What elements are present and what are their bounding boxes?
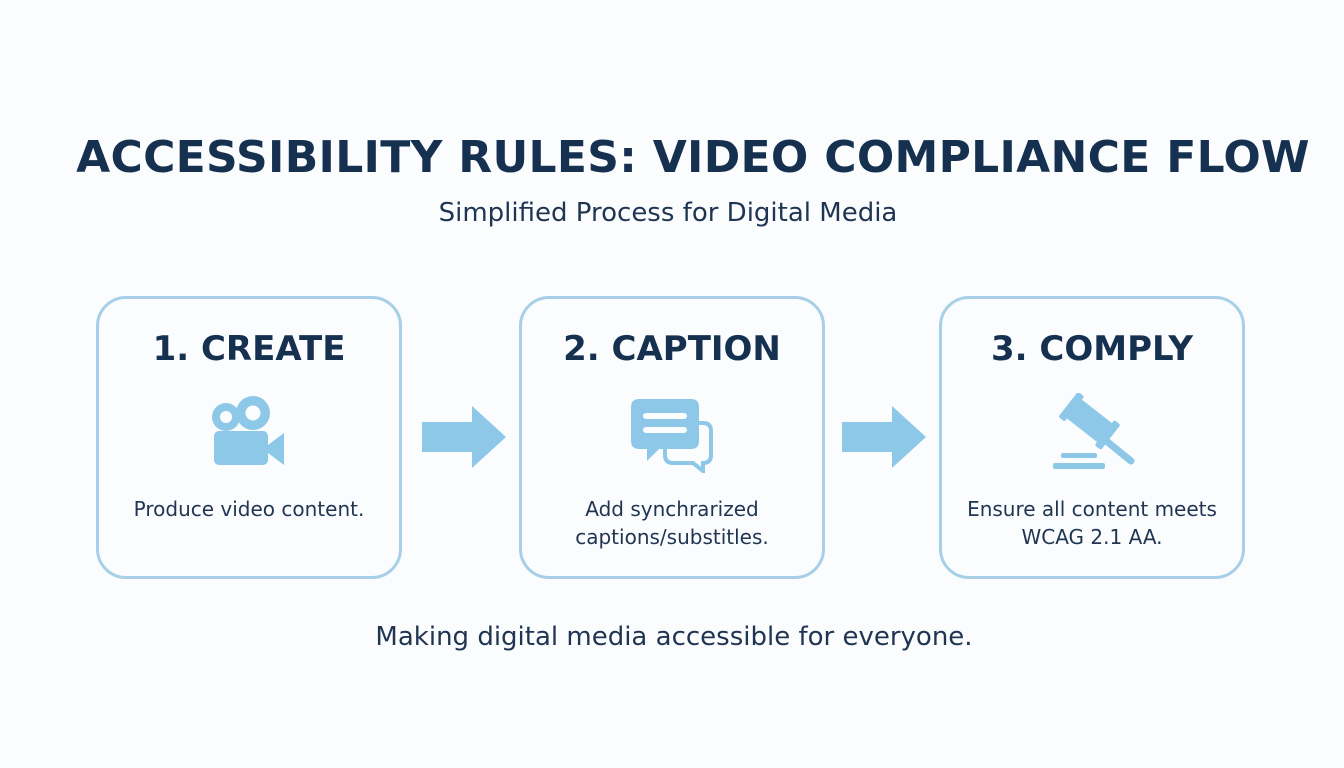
step-comply-card: 3. COMPLY Ensure all content meets WCAG … <box>939 296 1245 579</box>
arrow-right-icon <box>422 406 506 468</box>
step-heading: 3. COMPLY <box>990 329 1193 369</box>
gavel-icon <box>1053 393 1135 469</box>
speech-bubbles-icon <box>631 399 713 473</box>
arrow-right-icon <box>842 406 926 468</box>
step-description: Add synchrarized captions/substitles. <box>575 497 769 549</box>
step-caption-card: 2. CAPTION Add synchrarized captions/sub… <box>519 296 825 579</box>
page-title: ACCESSIBILITY RULES: VIDEO COMPLIANCE FL… <box>76 132 1310 183</box>
step-description: Ensure all content meets WCAG 2.1 AA. <box>967 497 1217 549</box>
step-heading: 2. CAPTION <box>563 329 781 369</box>
video-camera-icon <box>212 396 284 465</box>
step-create-card: 1. CREATE Produce video content. <box>96 296 402 579</box>
step-description: Produce video content. <box>133 497 365 521</box>
page-subtitle: Simplified Process for Digital Media <box>438 198 898 228</box>
footer-tagline: Making digital media accessible for ever… <box>375 622 973 652</box>
step-heading: 1. CREATE <box>152 329 346 369</box>
